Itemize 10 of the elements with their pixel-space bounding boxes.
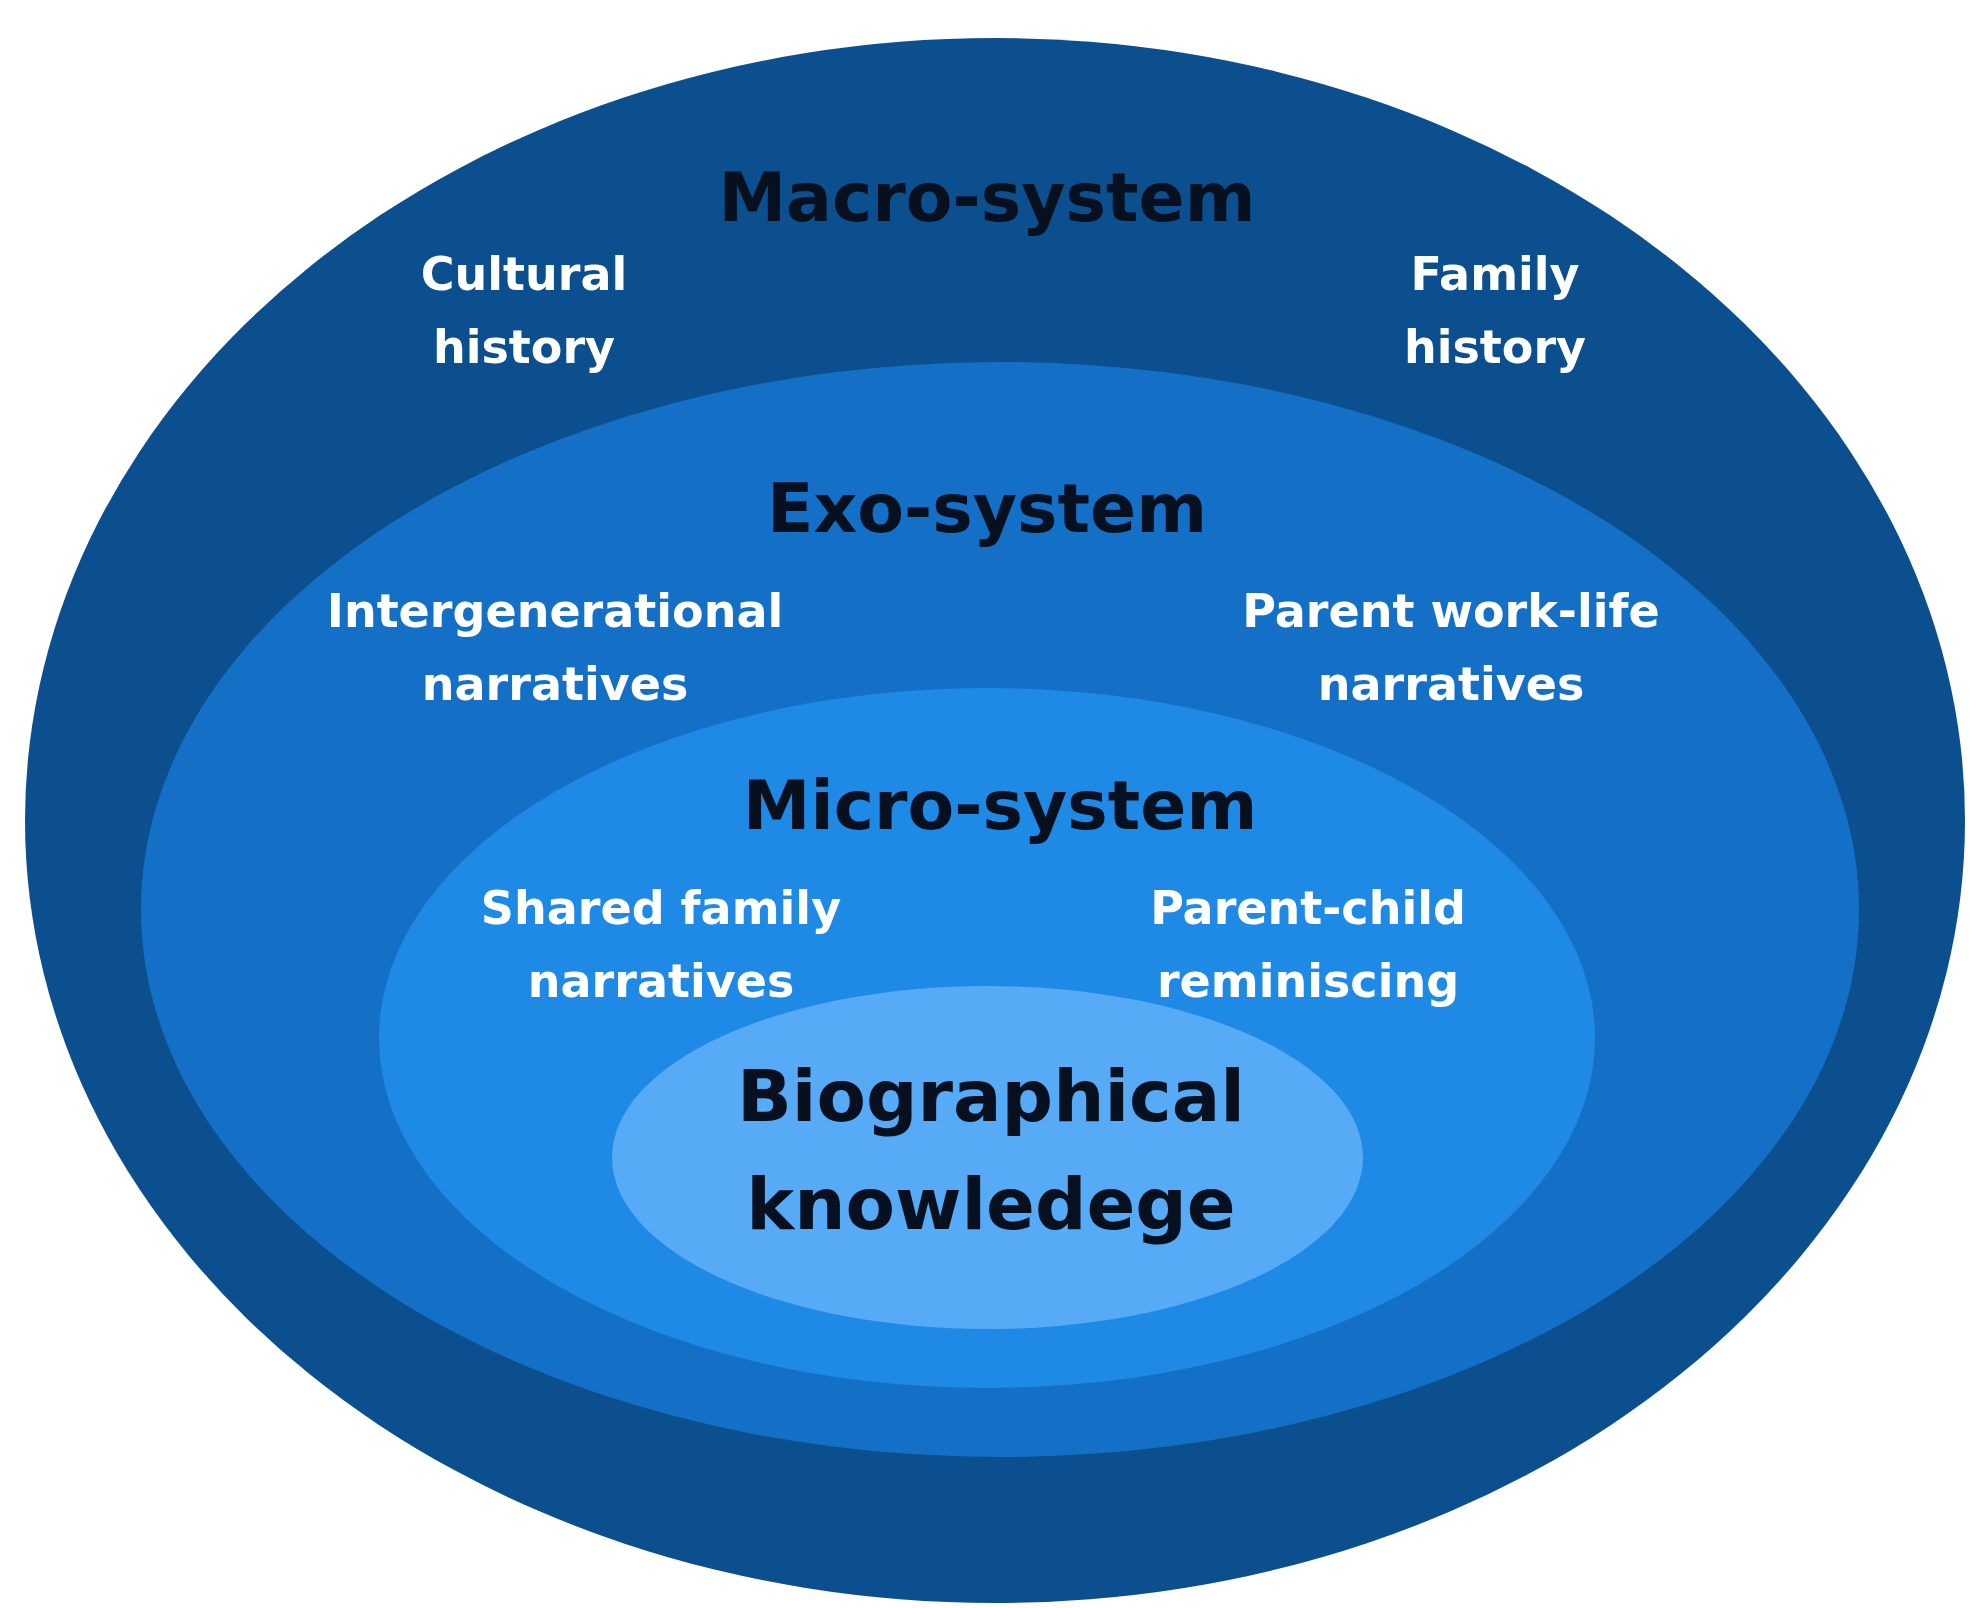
layer-title: Micro-system: [741, 765, 1259, 847]
topic-label: Parent-child reminiscing: [1149, 880, 1467, 1010]
topic-label: Cultural history: [419, 246, 629, 376]
layer-title: Exo-system: [766, 468, 1208, 550]
topic-label: Parent work-life narratives: [1241, 583, 1661, 713]
topic-label: Shared family narratives: [479, 880, 843, 1010]
core-title: Biographical knowledege: [735, 1053, 1247, 1248]
layer-title: Macro-system: [717, 157, 1257, 239]
topic-label: Family history: [1402, 246, 1588, 376]
topic-label: Intergenerational narratives: [325, 583, 785, 713]
